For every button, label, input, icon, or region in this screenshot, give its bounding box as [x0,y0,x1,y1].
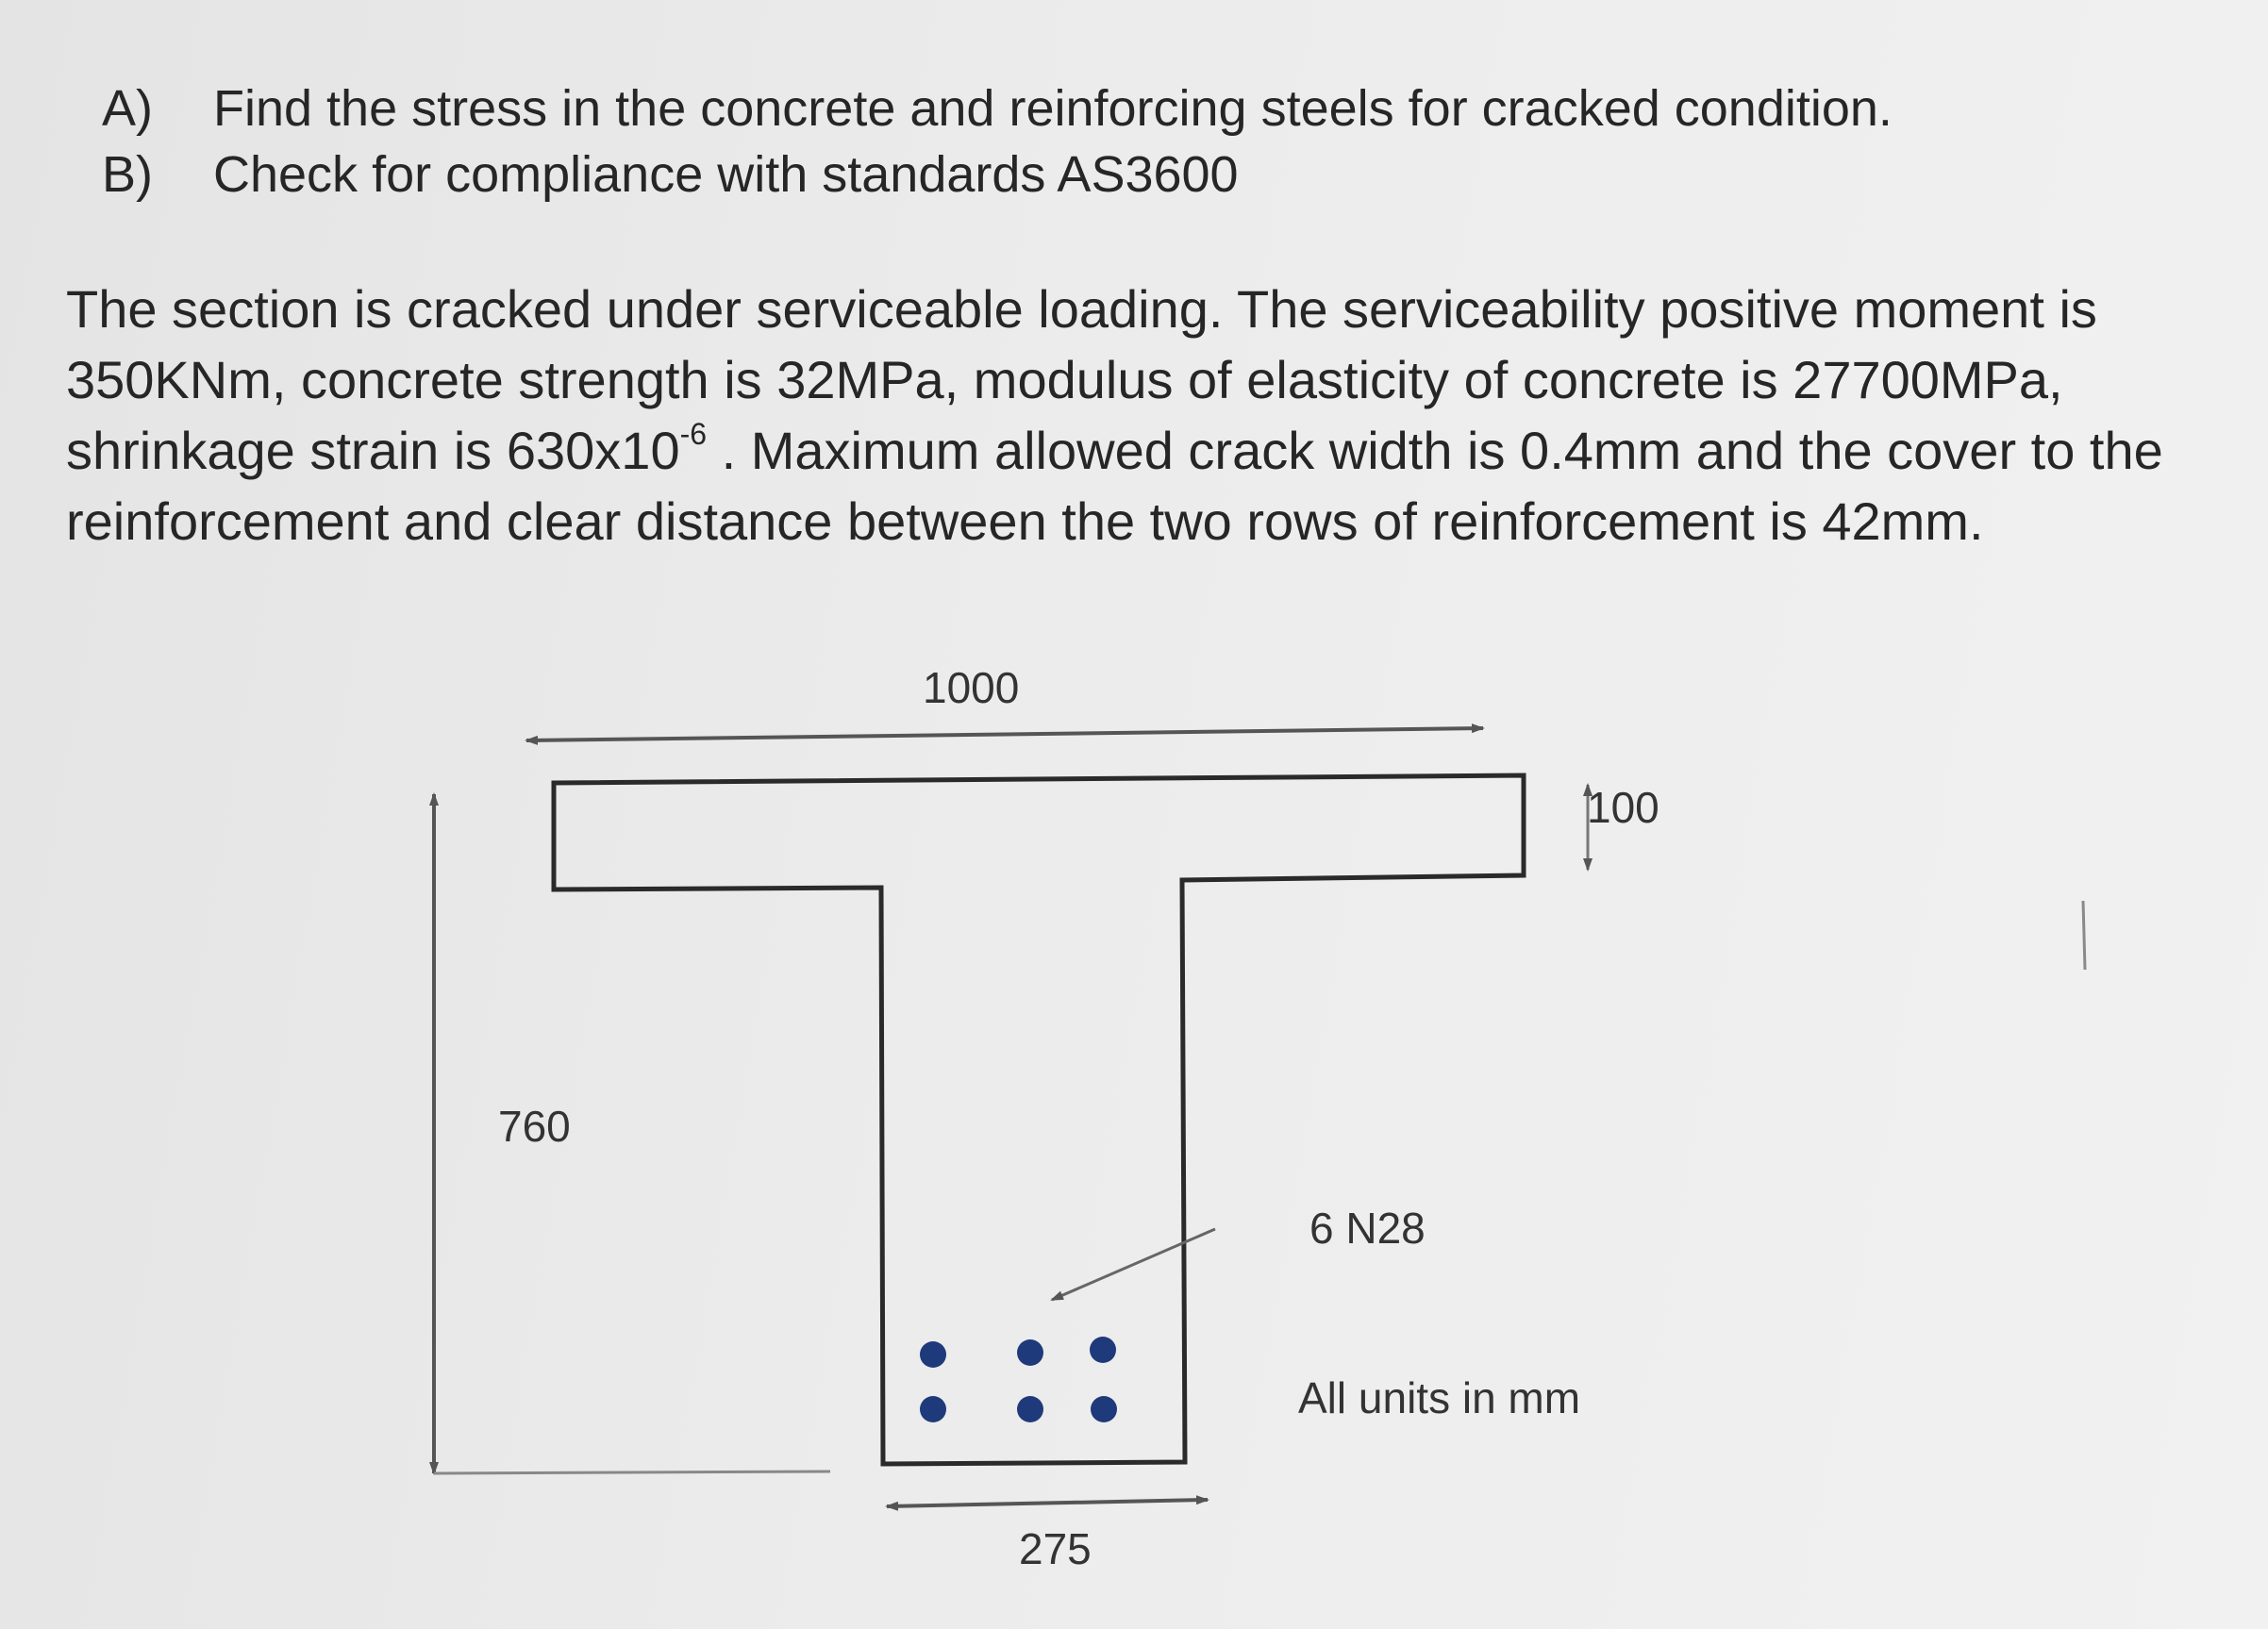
statement-line-2: 350KNm, concrete strength is 32MPa, modu… [66,350,2063,409]
statement-line-4: reinforcement and clear distance between… [66,491,1984,551]
web-width-label: 275 [1019,1524,1092,1573]
statement-line-3: shrinkage strain is 630x10-6 . Maximum a… [66,415,2236,486]
problem-statement: The section is cracked under serviceable… [66,274,2236,557]
flange-width-label: 1000 [923,663,1019,712]
question-b-marker: B) [102,146,153,203]
flange-thickness-label: 100 [1587,783,1659,832]
flange-width-dimension-line [525,723,1485,745]
t-beam-outline [551,773,1526,1467]
question-b-text: Check for compliance with standards AS36… [213,146,1239,203]
total-depth-label: 760 [498,1102,571,1151]
statement-line-1: The section is cracked under serviceable… [66,279,2097,339]
rebar-top-left [920,1341,946,1368]
statement-line-3-prefix: shrinkage strain is 630x10 [66,421,680,480]
reinforcement-label: 6 N28 [1309,1204,1426,1253]
reinforcement-leader-line [1050,1227,1216,1302]
web-width-dimension-line [885,1495,1209,1511]
stray-mark [2081,900,2087,971]
statement-line-3-suffix: . Maximum allowed crack width is 0.4mm a… [707,421,2163,480]
rebar-bottom-middle [1017,1396,1043,1422]
rebar-bottom-right [1091,1396,1117,1422]
question-a-marker: A) [102,80,153,137]
question-a-text: Find the stress in the concrete and rein… [213,80,1893,137]
units-note: All units in mm [1298,1373,1580,1422]
rebar-bottom-left [920,1396,946,1422]
shrinkage-exponent: -6 [679,417,708,451]
rebar-top-right [1090,1337,1116,1363]
depth-extension-line [433,1470,831,1475]
rebar-top-middle [1017,1339,1043,1366]
